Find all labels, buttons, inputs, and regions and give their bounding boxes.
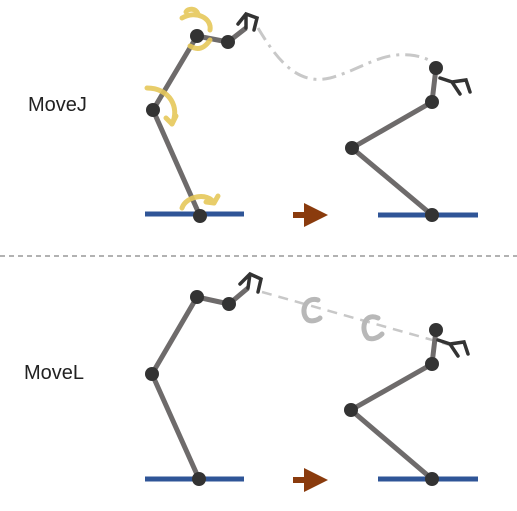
movej-rotation-indicators xyxy=(144,6,221,211)
movel-end-joint-elbow xyxy=(344,403,358,417)
movej-robot-end xyxy=(345,61,478,222)
movel-end-joint-tool xyxy=(429,323,443,337)
movej-start-gripper xyxy=(236,11,260,32)
movej-end-joint-elbow xyxy=(345,141,359,155)
movej-end-joint-wrist xyxy=(425,95,439,109)
movej-end-joint-base xyxy=(425,208,439,222)
movej-robot-start xyxy=(145,11,260,223)
movel-start-joint-base xyxy=(192,472,206,486)
movej-start-joint-tool xyxy=(221,35,235,49)
movel-path xyxy=(261,290,451,347)
movel-ghost-grippers xyxy=(301,296,385,342)
movel-robot-start xyxy=(145,271,264,486)
movel-end-joint-wrist xyxy=(425,357,439,371)
movel-end-joint-base xyxy=(425,472,439,486)
movel-end-gripper xyxy=(436,338,470,358)
movej-label: MoveJ xyxy=(28,94,87,116)
movej-path xyxy=(256,27,442,81)
movej-end-joint-tool xyxy=(429,61,443,75)
movel-robot-end xyxy=(344,323,478,486)
ghost-gripper-2-icon xyxy=(361,314,385,342)
movel-start-joint-wrist xyxy=(190,290,204,304)
movej-start-joint-elbow xyxy=(146,103,160,117)
movel-end-links xyxy=(348,329,439,481)
movej-start-joint-wrist xyxy=(190,29,204,43)
movel-start-joint-elbow xyxy=(145,367,159,381)
movel-start-links xyxy=(149,286,250,481)
movej-end-gripper xyxy=(438,76,472,96)
rotation-arrow-wrist-icon xyxy=(179,12,213,33)
movej-end-links xyxy=(349,67,439,217)
rotation-arrow-top-icon xyxy=(183,6,201,17)
movel-start-gripper xyxy=(238,271,264,294)
movel-start-joint-tool xyxy=(222,297,236,311)
movel-label: MoveL xyxy=(24,362,85,384)
movej-start-joint-base xyxy=(193,209,207,223)
ghost-gripper-1-icon xyxy=(301,296,323,324)
